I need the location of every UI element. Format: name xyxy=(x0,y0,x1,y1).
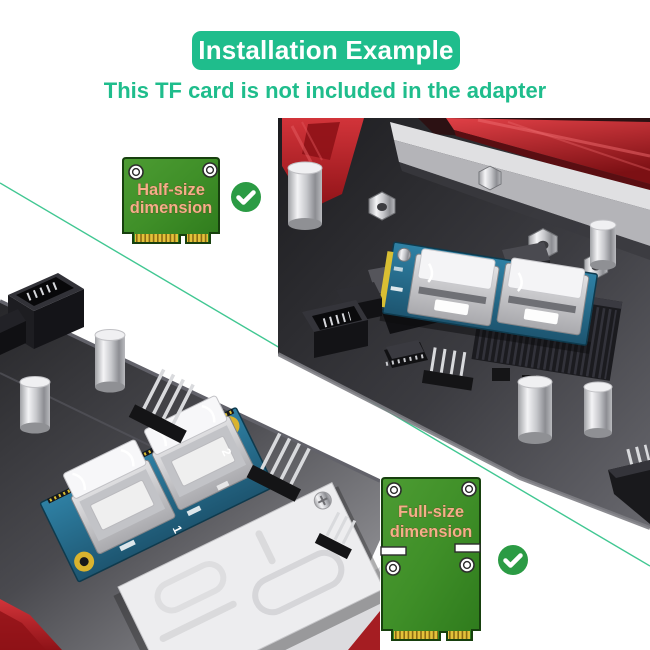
gold-edge-connector xyxy=(378,251,394,308)
power-connectors xyxy=(0,273,84,355)
board-edge xyxy=(278,352,650,530)
red-slot-corner-left xyxy=(0,599,62,650)
full-size-card-diagram: Full-size dimension xyxy=(380,477,481,641)
check-circle-icon xyxy=(498,545,528,575)
corner-connector xyxy=(608,444,650,524)
soic-chip xyxy=(384,340,428,368)
half-size-card-diagram: Half-size dimension xyxy=(122,157,220,244)
half-size-label-line2: dimension xyxy=(130,199,213,217)
screw xyxy=(397,247,412,262)
heatsink-bar xyxy=(390,122,650,260)
capacitors xyxy=(287,161,617,444)
microsd-slot-closed-2 xyxy=(496,257,590,336)
silkscreen-mark xyxy=(216,480,230,491)
check-circle-icon xyxy=(231,182,261,212)
pcb-outline xyxy=(122,157,220,244)
tf-adapter-full-size: 1 2 xyxy=(39,395,275,583)
pcb-outline xyxy=(381,477,481,641)
pin-header xyxy=(246,432,314,502)
microsd-slot-closed-1 xyxy=(406,248,500,327)
power-connectors xyxy=(302,282,382,358)
microsd-slot-open-2 xyxy=(144,395,257,511)
gold-fingers xyxy=(135,234,178,242)
photo-motherboard-full-size-install: 1 2 xyxy=(0,273,380,650)
mount-hole xyxy=(79,557,89,567)
red-slot-corner xyxy=(348,611,380,650)
photo-motherboard-half-size-install xyxy=(278,118,650,530)
title-banner: Installation Example xyxy=(192,31,460,70)
silkscreen-mark xyxy=(119,539,136,552)
capacitors xyxy=(19,329,126,434)
full-size-label-line1: Full-size xyxy=(398,503,464,521)
silkscreen-mark xyxy=(186,505,202,517)
subtitle-text: This TF card is not included in the adap… xyxy=(103,78,547,103)
full-size-label-line2: dimension xyxy=(390,523,473,541)
silkscreen-mark xyxy=(390,286,403,292)
pin-header xyxy=(128,368,202,444)
title-banner-label: Installation Example xyxy=(198,35,454,65)
half-size-label-line1: Half-size xyxy=(137,181,205,199)
side-notch xyxy=(454,543,481,553)
silkscreen-mark xyxy=(393,266,404,272)
side-notch xyxy=(380,546,407,556)
microsd-slot-open-1 xyxy=(63,439,176,555)
tf-adapter-half-size xyxy=(378,241,598,354)
